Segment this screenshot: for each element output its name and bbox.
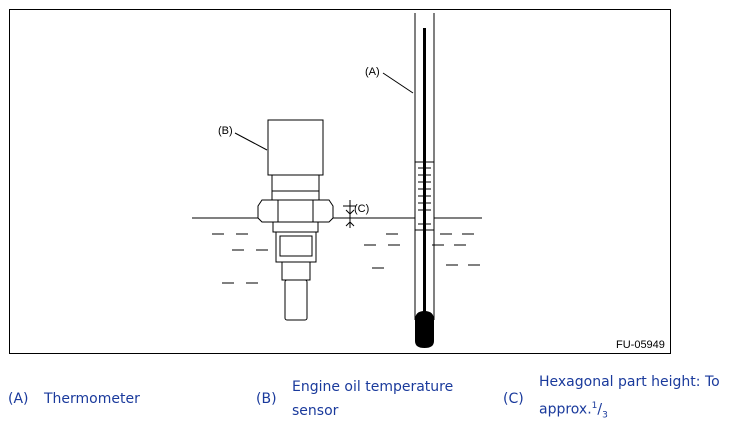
- legend-text-c: Hexagonal part height: To approx.1/3: [539, 374, 720, 421]
- legend-text-b-line1: Engine oil temperature: [292, 379, 454, 395]
- legend-label-a: (A): [8, 391, 29, 407]
- legend-item-oil-temperature-sensor: (B) Engine oil temperature sensor: [256, 372, 496, 426]
- oil-temperature-sensor: [257, 119, 334, 321]
- legend-text-c-line1: Hexagonal part height: To: [539, 374, 720, 391]
- oil-dashes: [212, 233, 480, 284]
- legend-text-b: Engine oil temperature sensor: [292, 375, 453, 423]
- fraction-denominator: 3: [602, 410, 608, 421]
- legend-text-c-line2: approx.: [539, 401, 592, 418]
- diagram-figure: (A) (B) (C) FU-05949: [9, 9, 671, 354]
- legend-text-a: Thermometer: [44, 391, 140, 407]
- legend-label-b: (B): [256, 391, 277, 407]
- callout-b: (B): [218, 125, 233, 137]
- callout-c: (C): [354, 203, 369, 215]
- legend-item-hexagonal-part-height: (C) Hexagonal part height: To approx.1/3: [503, 372, 728, 426]
- legend-item-thermometer: (A) Thermometer: [8, 372, 248, 426]
- figure-code: FU-05949: [616, 339, 665, 351]
- legend-text-b-line2: sensor: [292, 403, 339, 419]
- leader-line-a: [382, 72, 414, 94]
- leader-line-b: [234, 132, 268, 151]
- thermometer-bulb: [415, 311, 434, 348]
- figure-frame: [9, 9, 671, 354]
- thermometer: [414, 13, 435, 348]
- callout-a: (A): [365, 66, 380, 78]
- dimension-c-marker: [343, 200, 356, 228]
- legend-label-c: (C): [503, 391, 524, 407]
- fraction-numerator: 1: [591, 401, 598, 412]
